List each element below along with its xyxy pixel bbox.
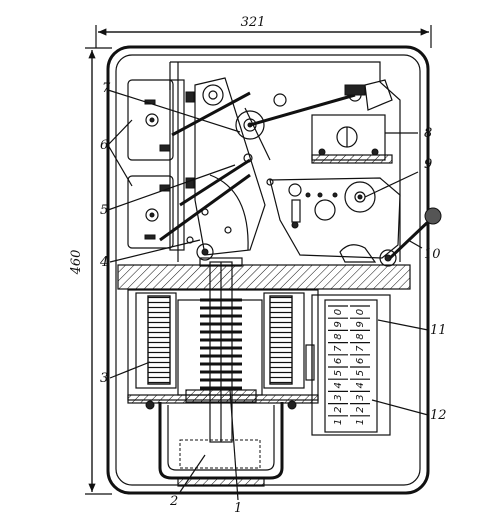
counter-digit: 6	[355, 358, 366, 364]
counter-digit: 3	[333, 394, 344, 400]
dimension-height: 460	[69, 47, 112, 495]
dimension-width-label: 321	[241, 15, 266, 30]
dashpot	[158, 402, 284, 487]
counter-digit: 2	[355, 407, 366, 413]
counter-digit: 9	[333, 321, 344, 327]
counter-digit: 4	[355, 382, 366, 388]
counter-digit: 4	[333, 382, 344, 388]
callout-3: 3	[100, 371, 108, 386]
actuator-plate	[269, 177, 401, 267]
leader-lines	[107, 89, 429, 501]
counter-digit: 7	[333, 345, 344, 352]
callout-2: 2	[169, 494, 178, 509]
counter-digit: 0	[355, 309, 366, 315]
callout-10: 10	[424, 247, 441, 262]
callout-4: 4	[99, 255, 108, 270]
callout-1: 1	[234, 501, 242, 516]
linkage	[159, 77, 393, 261]
counter-digit: 2	[333, 407, 344, 413]
callout-5: 5	[100, 203, 108, 218]
counter-digit: 8	[333, 333, 344, 339]
plunger-spring	[185, 261, 257, 443]
counter-digit: 3	[355, 394, 366, 400]
counter-digit: 1	[333, 419, 344, 425]
callout-12: 12	[430, 408, 447, 423]
base-plate	[117, 257, 411, 290]
handle	[388, 207, 442, 260]
dimension-height-label: 460	[69, 250, 84, 276]
counter-digit-strip: 1 2 3 4 5 6 7 8 9 0 1 2 3 4 5 6 7 8 9 0	[328, 305, 370, 425]
counter-digit: 5	[333, 370, 344, 376]
callout-9: 9	[424, 157, 432, 172]
operation-counter: 1 2 3 4 5 6 7 8 9 0 1 2 3 4 5 6 7 8 9 0	[305, 294, 391, 436]
callout-11: 11	[430, 323, 447, 338]
callout-6: 6	[100, 138, 108, 153]
counter-digit: 6	[333, 358, 344, 364]
housing	[106, 45, 430, 495]
counter-digit: 1	[355, 419, 366, 425]
callout-8: 8	[424, 126, 432, 141]
counter-digit: 0	[333, 309, 344, 315]
callout-7: 7	[102, 81, 111, 96]
counter-digit: 7	[355, 345, 366, 352]
counter-digit: 9	[355, 321, 366, 327]
relay-unit	[311, 114, 393, 164]
dimension-width: 321	[95, 15, 432, 48]
counter-digit: 5	[355, 370, 366, 376]
counter-digit: 8	[355, 333, 366, 339]
callout-labels: 7 6 5 4 3 2 1 8 9 10 11 12	[99, 81, 447, 516]
contact-blocks	[127, 79, 195, 251]
